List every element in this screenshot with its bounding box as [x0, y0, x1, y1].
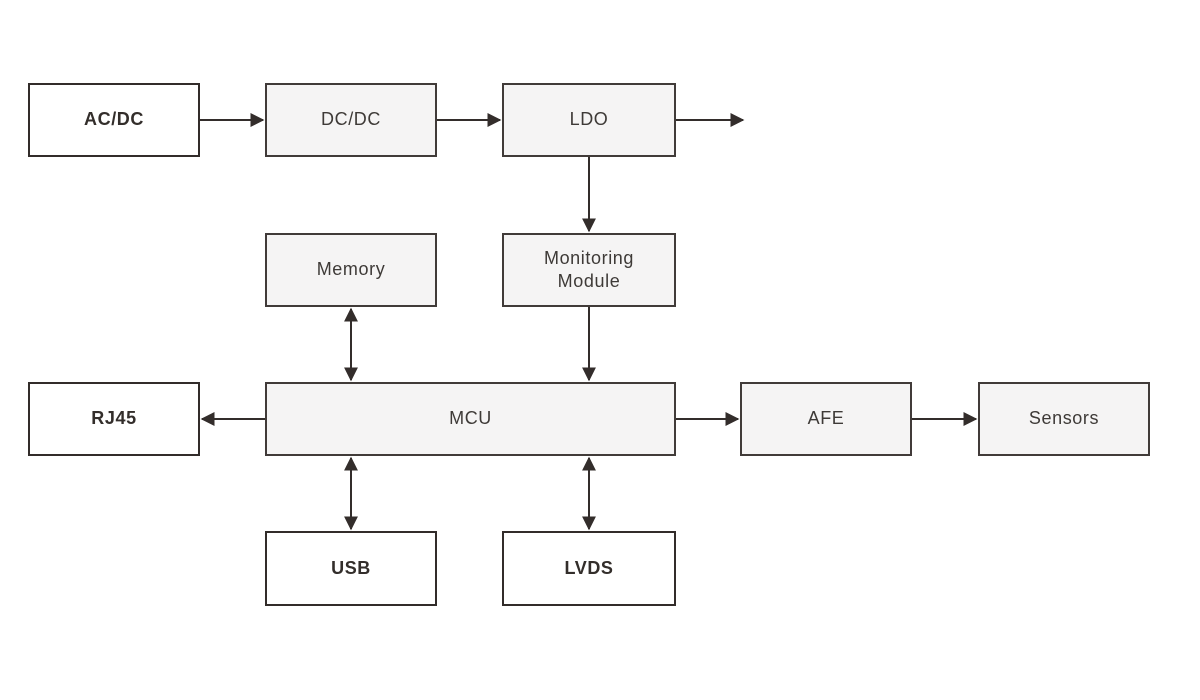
node-lvds: LVDS	[502, 531, 676, 606]
node-ldo-label: LDO	[569, 109, 609, 130]
node-mcu-label: MCU	[449, 408, 492, 429]
node-rj45: RJ45	[28, 382, 200, 456]
node-afe: AFE	[740, 382, 912, 456]
node-afe-label: AFE	[807, 408, 845, 429]
node-monitoring-module: Monitoring Module	[502, 233, 676, 307]
node-sensors: Sensors	[978, 382, 1150, 456]
node-dcdc: DC/DC	[265, 83, 437, 157]
node-ldo: LDO	[502, 83, 676, 157]
node-rj45-label: RJ45	[91, 408, 137, 429]
node-acdc: AC/DC	[28, 83, 200, 157]
node-usb: USB	[265, 531, 437, 606]
node-lvds-label: LVDS	[564, 557, 614, 578]
node-mcu: MCU	[265, 382, 676, 456]
node-memory: Memory	[265, 233, 437, 307]
node-dcdc-label: DC/DC	[321, 109, 381, 130]
node-usb-label: USB	[331, 557, 371, 578]
node-sensors-label: Sensors	[1028, 408, 1100, 429]
node-monitoring-module-label: Monitoring Module	[543, 247, 635, 291]
node-acdc-label: AC/DC	[84, 109, 144, 130]
node-memory-label: Memory	[316, 259, 386, 280]
